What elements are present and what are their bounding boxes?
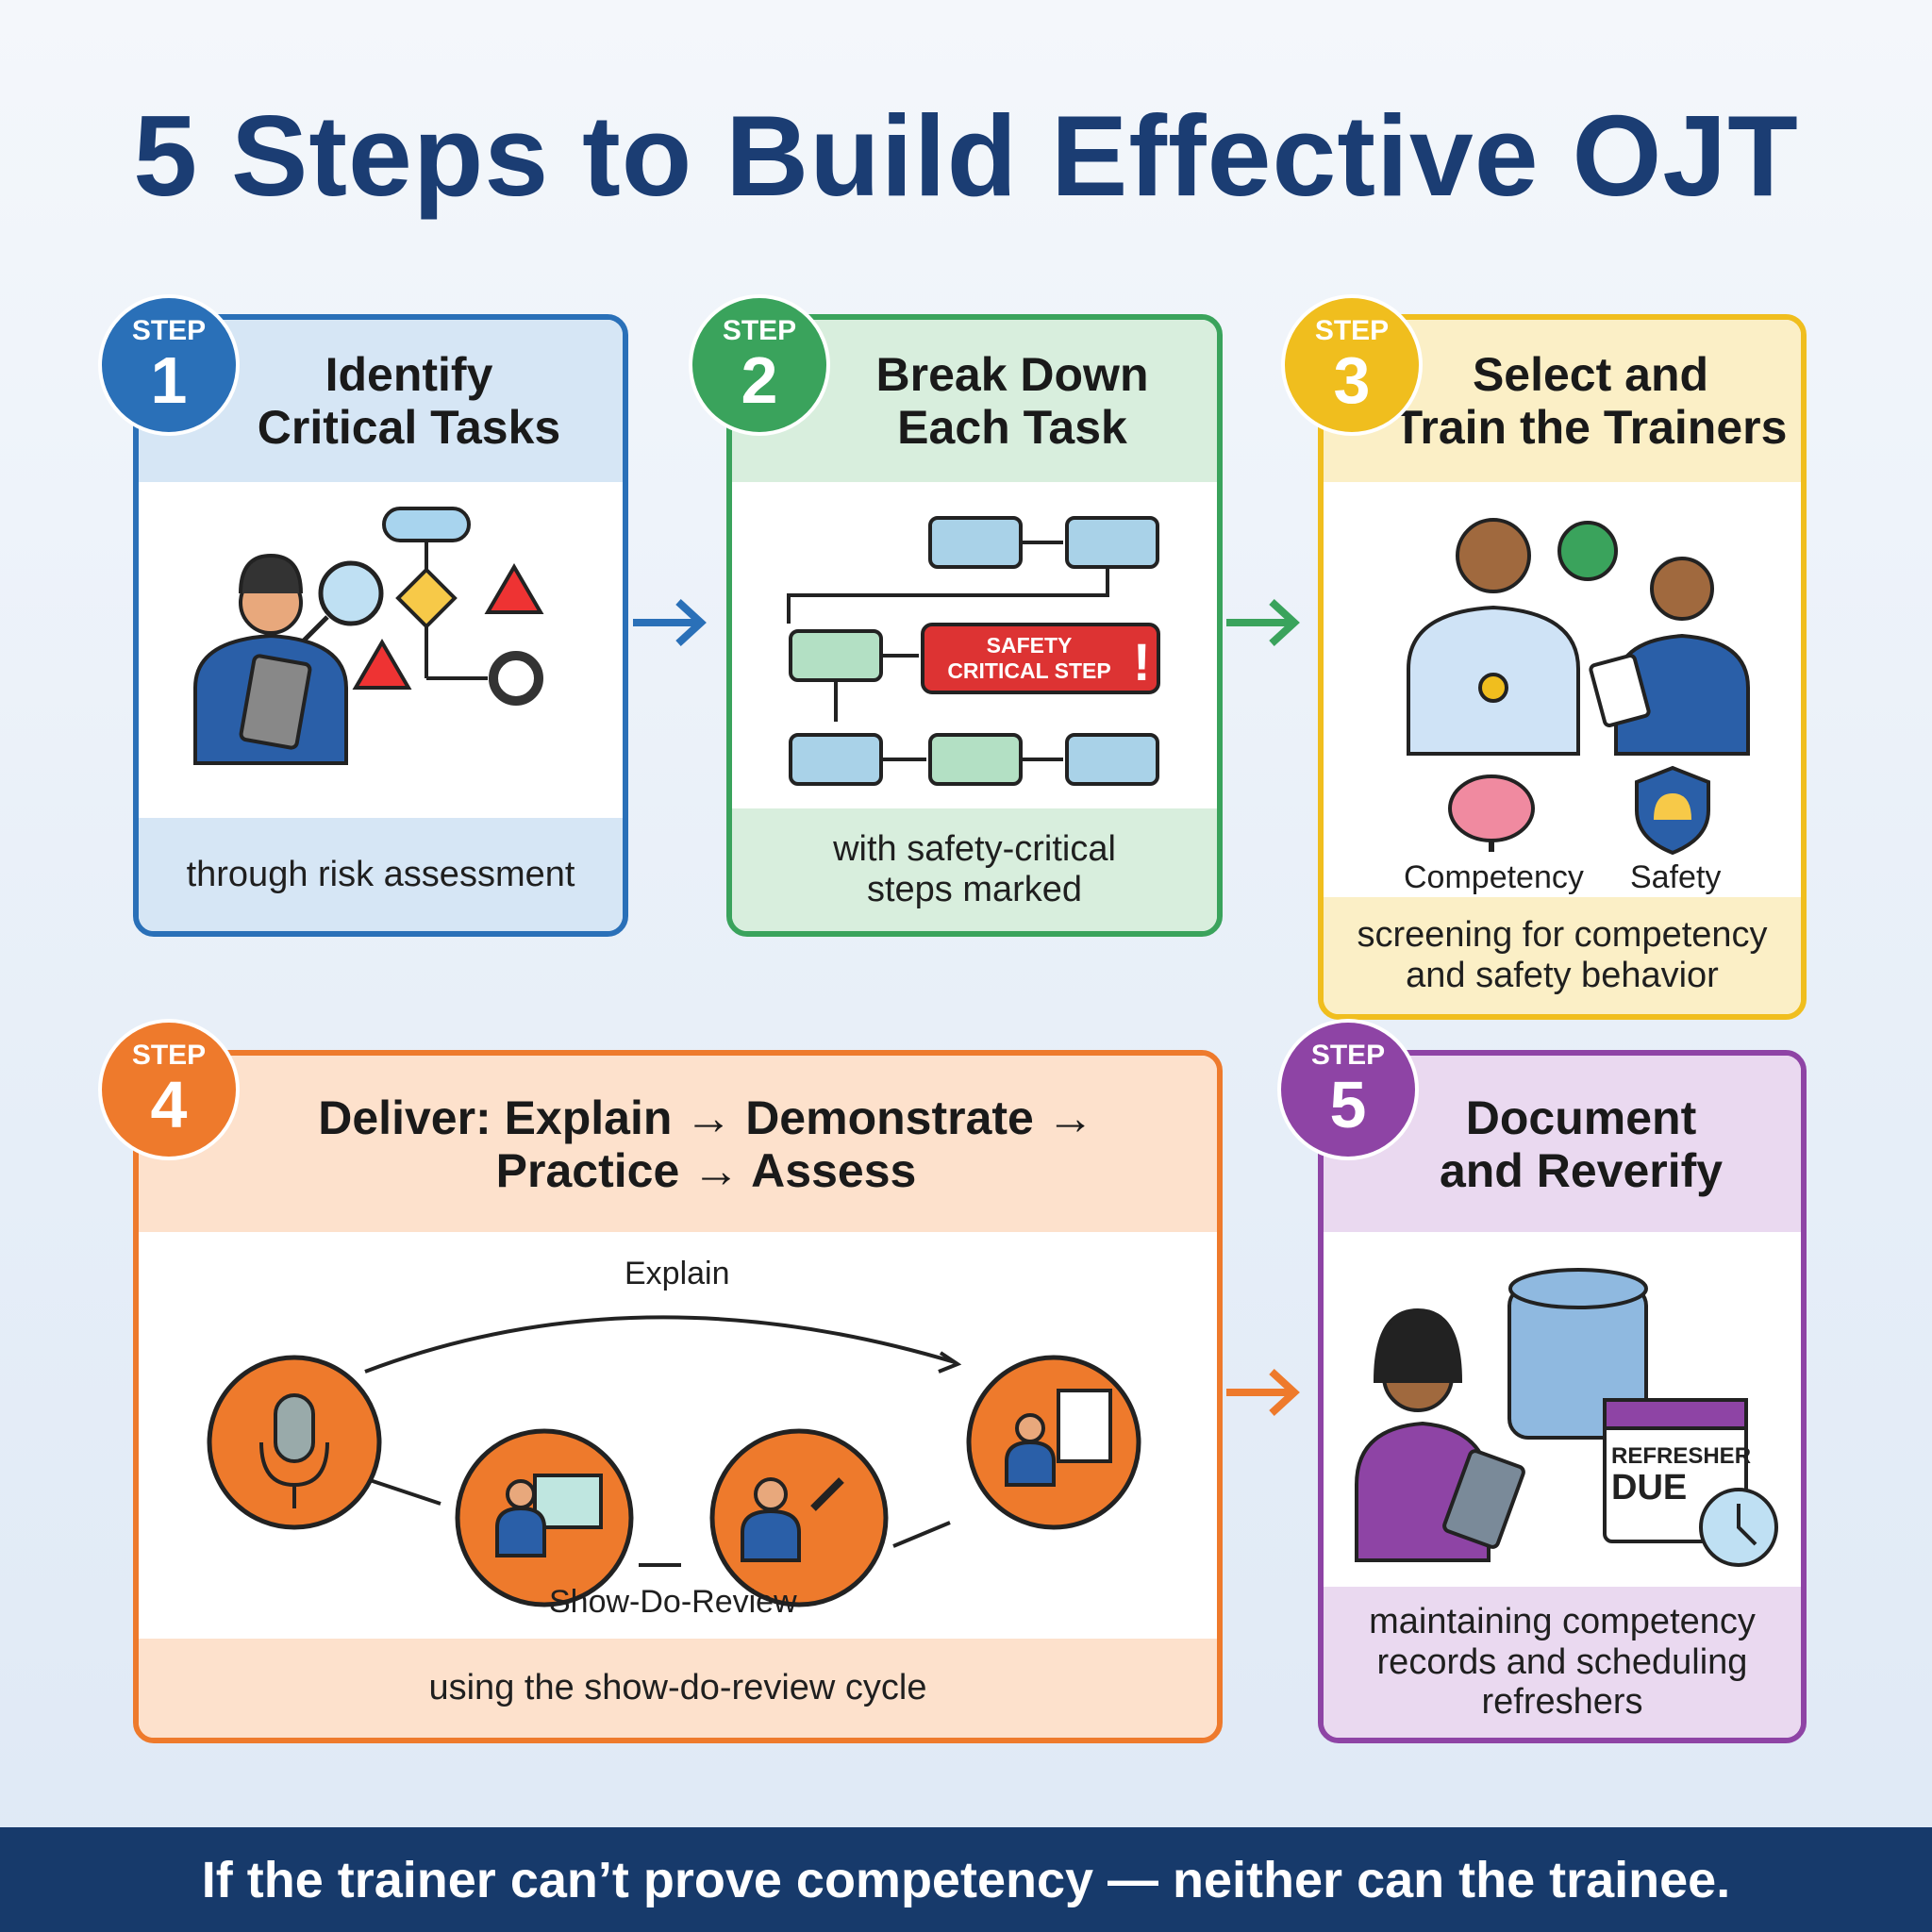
step-word: STEP	[131, 315, 207, 346]
caption-line: steps marked	[866, 870, 1083, 909]
caption-line: records and scheduling	[1376, 1641, 1748, 1682]
title-line: Document	[1465, 1091, 1697, 1144]
calendar-icon	[1603, 1398, 1748, 1543]
step-number: 4	[150, 1068, 188, 1141]
arrow-right-icon	[633, 599, 707, 646]
brain-icon	[1448, 774, 1535, 852]
title-line: Select and	[1472, 348, 1709, 401]
presentation-icon	[495, 1474, 603, 1557]
step-number: 1	[150, 343, 188, 417]
risk-assessment-illustration	[193, 507, 544, 765]
caption-line: refreshers	[1481, 1682, 1643, 1723]
person-with-tablet-icon	[1355, 1307, 1525, 1562]
title-line: Critical Tasks	[257, 401, 561, 454]
title-line: Train the Trainers	[1393, 401, 1788, 454]
caption-line: screening for competency	[1357, 915, 1768, 956]
person-with-clipboard-icon	[193, 553, 348, 765]
exclamation-icon: !	[1133, 632, 1151, 691]
flow-box	[1065, 733, 1159, 786]
title-line: Practice → Assess	[495, 1143, 917, 1197]
flow-box	[789, 629, 883, 682]
step-4-caption: using the show-do-review cycle	[139, 1639, 1217, 1738]
cycle-label-explain: Explain	[625, 1256, 730, 1291]
gear-icon	[489, 651, 543, 706]
trainer-head	[1456, 518, 1531, 593]
safety-label: Safety	[1630, 859, 1722, 895]
step-1-caption: through risk assessment	[139, 818, 623, 931]
caption-line: with safety-critical	[833, 829, 1116, 870]
safety-label: CRITICAL STEP	[947, 658, 1110, 683]
step-number: 3	[1333, 343, 1371, 417]
step-word: STEP	[1310, 1040, 1386, 1071]
magnifier-icon	[302, 560, 384, 642]
records-illustration: REFRESHER DUE	[1355, 1268, 1778, 1567]
caption-line: and safety behavior	[1406, 956, 1719, 995]
flowchart-icon	[382, 507, 488, 680]
footer-banner: If the trainer can’t prove competency — …	[0, 1827, 1932, 1932]
warning-icon	[352, 563, 544, 690]
title-line: Identify	[325, 348, 493, 401]
page-title: 5 Steps to Build Effective OJT	[133, 92, 1799, 220]
clock-icon	[1699, 1488, 1778, 1567]
safety-label: SAFETY	[987, 633, 1073, 658]
safety-critical-step-box	[921, 623, 1160, 694]
safety-shield-icon	[1635, 765, 1710, 856]
step-word: STEP	[722, 315, 797, 346]
caption-line: maintaining competency	[1369, 1602, 1756, 1642]
trainers-illustration	[1407, 518, 1750, 756]
title-line: and Reverify	[1439, 1143, 1724, 1197]
practice-circle	[709, 1428, 889, 1607]
show-do-review-cycle	[207, 1315, 1141, 1607]
competency-label: Competency	[1404, 859, 1584, 895]
arrow-right-icon	[1226, 599, 1300, 646]
flow-box	[928, 733, 1023, 786]
calendar-label: DUE	[1611, 1468, 1687, 1507]
task-breakdown-flowchart: SAFETY CRITICAL STEP !	[787, 516, 1160, 786]
step-4-title: Deliver: Explain → Demonstrate →Practice…	[139, 1056, 1217, 1232]
step-4-card: Deliver: Explain → Demonstrate →Practice…	[133, 1050, 1223, 1743]
title-line: Break Down	[875, 348, 1149, 401]
step-word: STEP	[131, 1040, 207, 1071]
title-line: Deliver: Explain → Demonstrate →	[318, 1091, 1094, 1144]
arrow-right-icon	[1226, 1369, 1300, 1416]
award-ribbon-icon	[1557, 521, 1618, 581]
flow-box	[928, 516, 1023, 569]
assess-circle	[966, 1355, 1141, 1530]
step-number: 5	[1329, 1068, 1367, 1141]
wrench-person-icon	[741, 1477, 844, 1562]
medal-icon	[1478, 673, 1508, 703]
step-word: STEP	[1314, 315, 1390, 346]
clipboard-icon	[1589, 654, 1651, 727]
checklist-icon	[1005, 1389, 1112, 1487]
step-number: 2	[741, 343, 778, 417]
flow-box	[789, 733, 883, 786]
calendar-label: REFRESHER	[1611, 1443, 1751, 1469]
title-line: Each Task	[897, 401, 1127, 454]
flow-box	[1065, 516, 1159, 569]
cycle-label-show-do-review: Show-Do-Review	[549, 1584, 797, 1620]
microphone-icon	[259, 1393, 329, 1508]
